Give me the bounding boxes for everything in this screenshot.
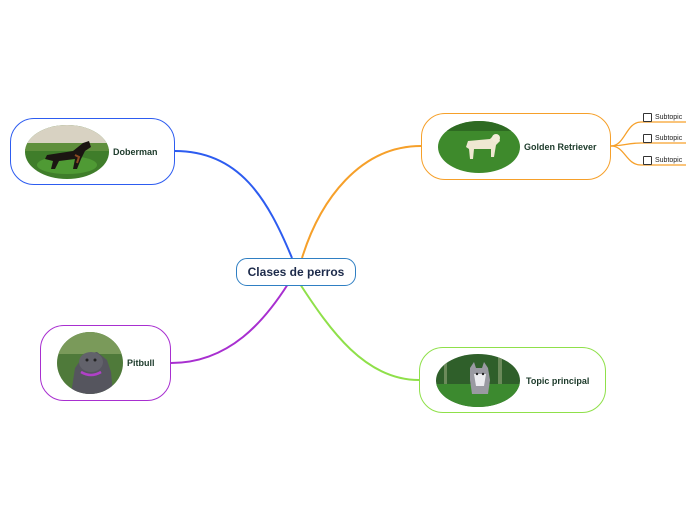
connector-golden [301, 145, 422, 259]
subtopic-1[interactable]: Subtopic [643, 110, 682, 124]
subtopic-label: Subtopic [655, 113, 683, 121]
checkbox-icon[interactable] [643, 112, 652, 122]
subtopic-label: Subtopic [655, 156, 683, 164]
connector-subtopic-1 [610, 121, 686, 147]
golden-retriever-photo [438, 121, 520, 173]
topic-label: Pitbull [127, 358, 155, 368]
topic-doberman[interactable]: Doberman [10, 118, 175, 185]
connector-pitbull [170, 283, 289, 364]
husky-photo [436, 354, 520, 407]
topic-principal[interactable]: Topic principal [419, 347, 606, 413]
pitbull-photo [57, 332, 123, 394]
subtopic-label: Subtopic [655, 134, 683, 142]
topic-label: Topic principal [526, 376, 590, 386]
connector-doberman [174, 150, 293, 259]
checkbox-icon[interactable] [643, 133, 652, 143]
doberman-photo [25, 125, 109, 179]
connector-subtopic-3 [610, 145, 686, 166]
topic-label: Doberman [113, 147, 158, 157]
topic-pitbull[interactable]: Pitbull [40, 325, 171, 401]
topic-label: Golden Retriever [524, 142, 597, 152]
central-topic-label: Clases de perros [247, 265, 345, 279]
connector-topic-principal [299, 283, 420, 381]
subtopic-2[interactable]: Subtopic [643, 131, 682, 145]
subtopic-3[interactable]: Subtopic [643, 153, 682, 167]
central-topic[interactable]: Clases de perros [236, 258, 356, 286]
checkbox-icon[interactable] [643, 155, 652, 165]
topic-golden-retriever[interactable]: Golden Retriever [421, 113, 611, 180]
